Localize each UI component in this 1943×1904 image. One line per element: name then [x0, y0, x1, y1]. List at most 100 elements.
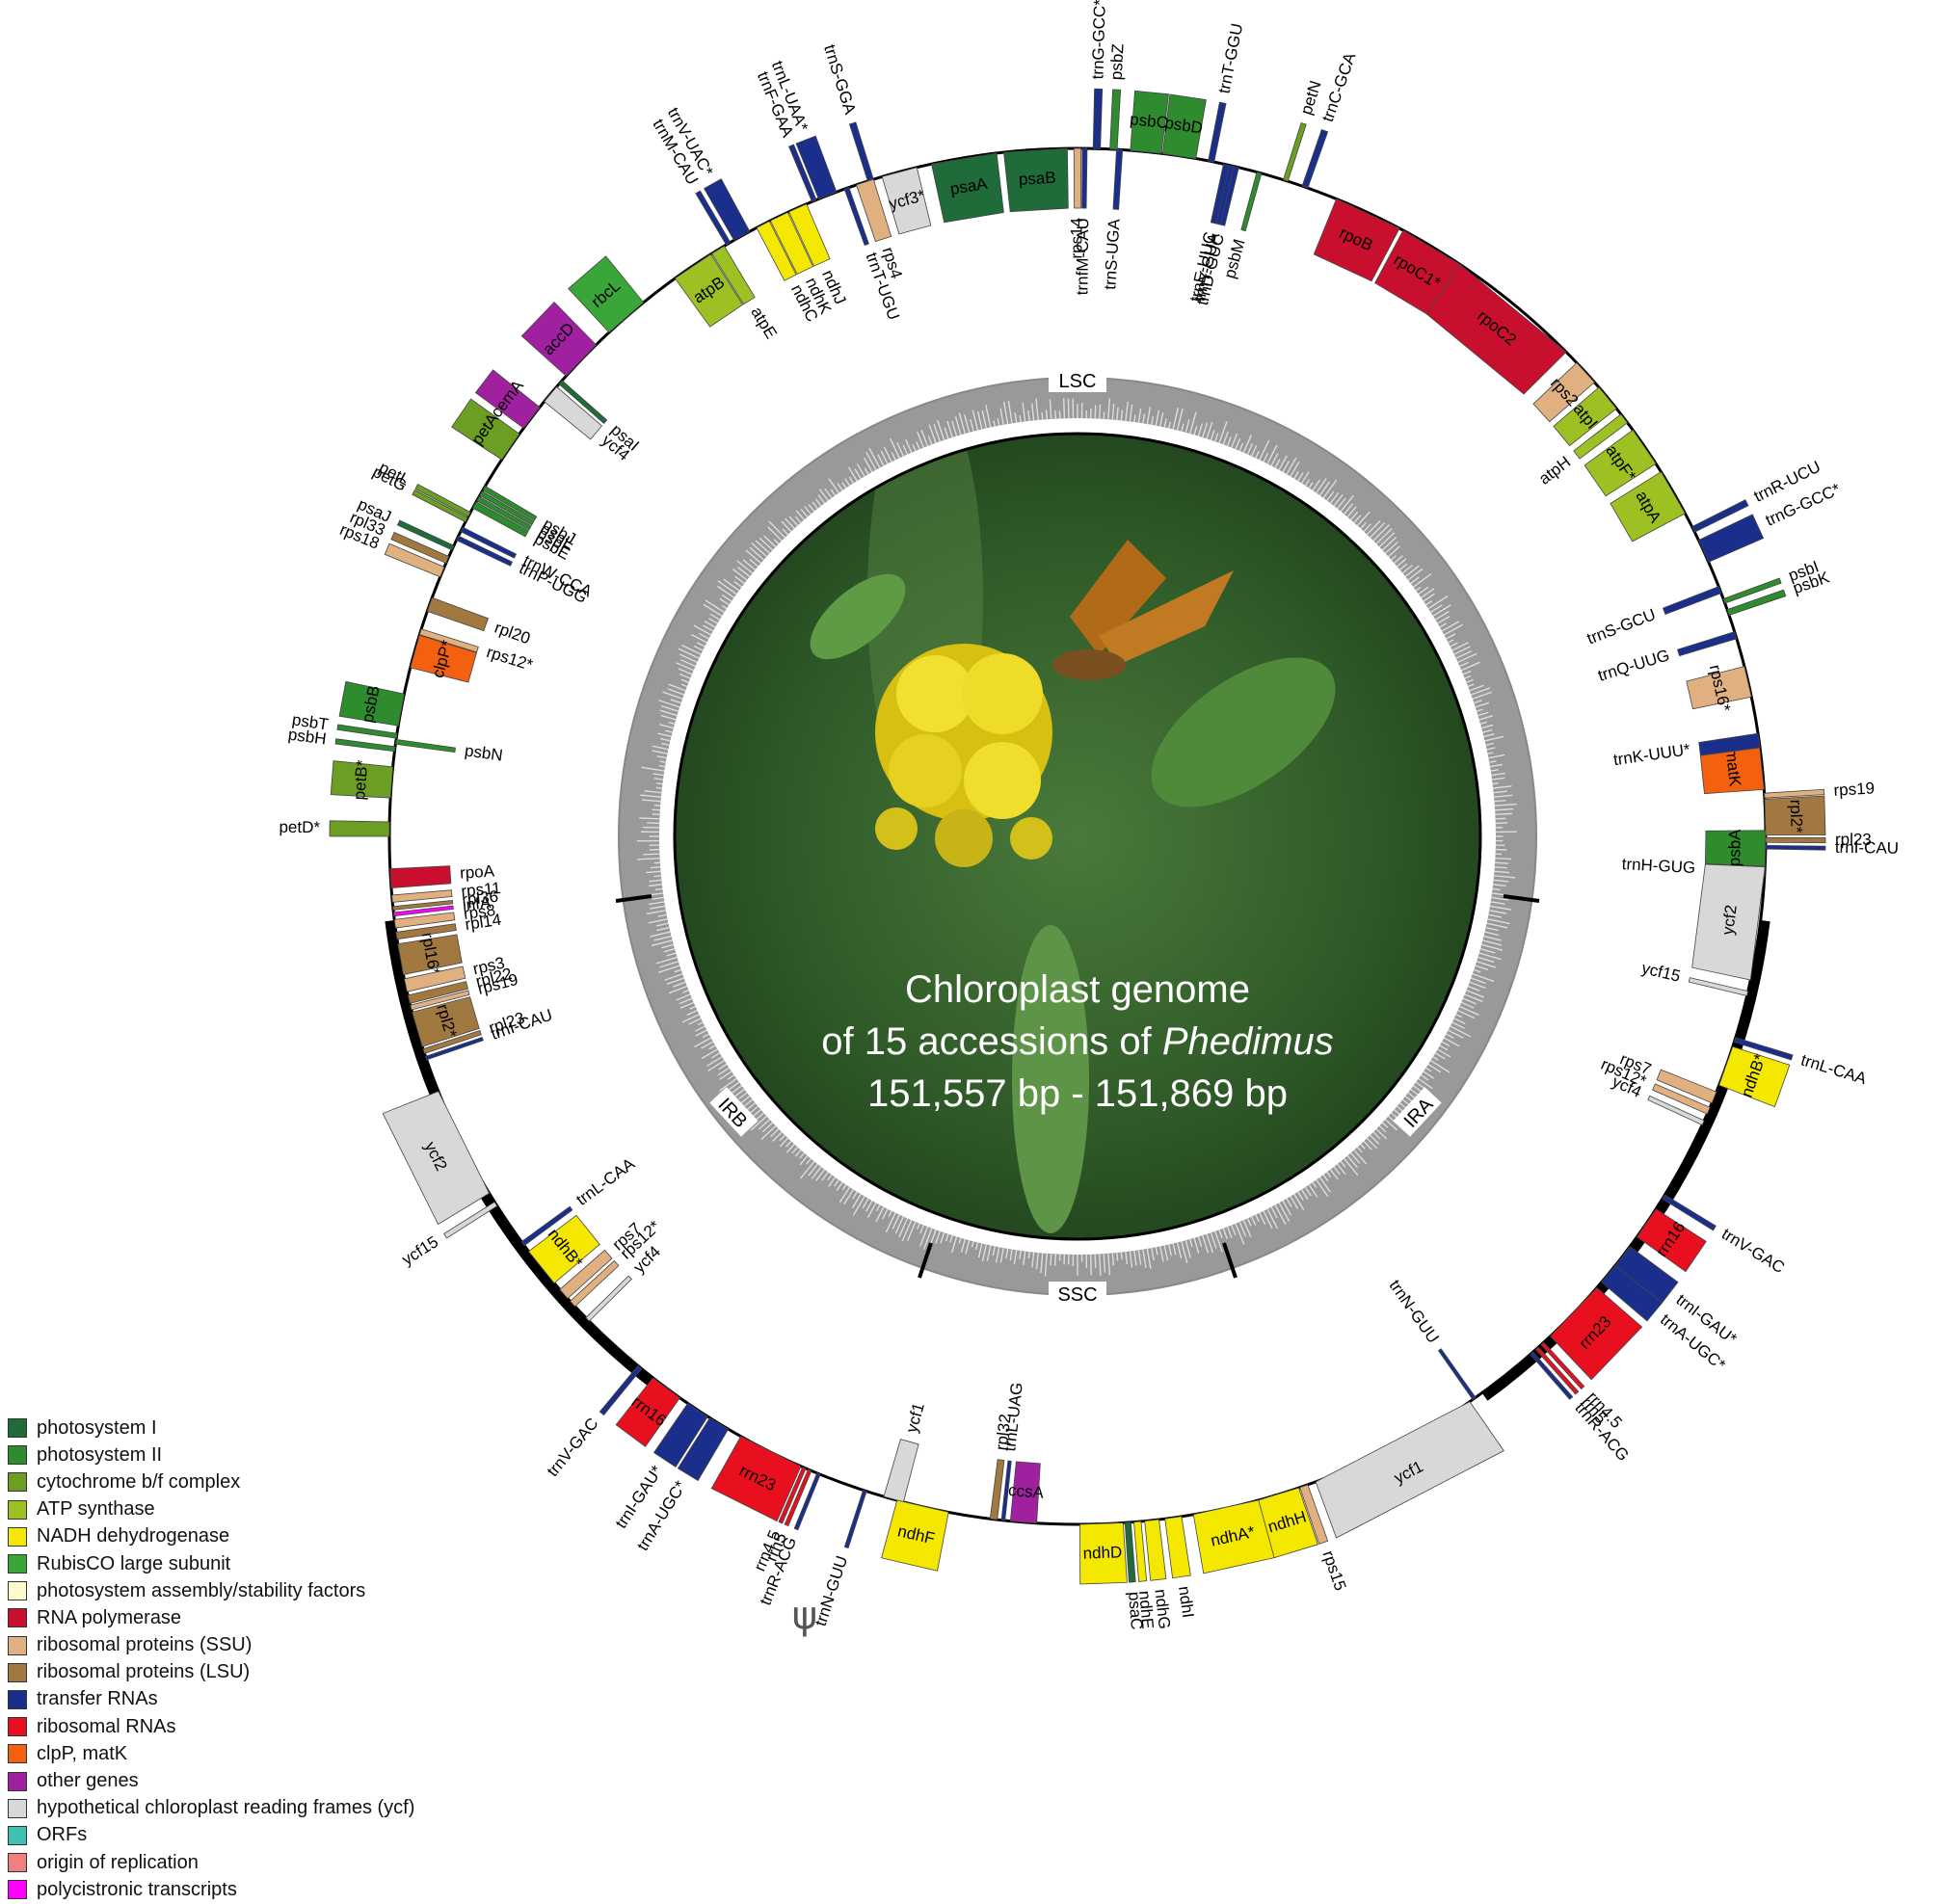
gc-spike	[655, 786, 662, 789]
gc-spike	[799, 1160, 815, 1179]
gc-spike	[1491, 896, 1509, 901]
gene-ndha: ndhA*	[1192, 1499, 1276, 1574]
gene-ycf2: ycf2	[1691, 863, 1766, 981]
gc-spike	[1495, 812, 1512, 815]
gc-spike	[1340, 1160, 1346, 1168]
gc-spike	[1107, 398, 1111, 420]
gc-spike	[1103, 1254, 1106, 1273]
legend-label: other genes	[37, 1770, 139, 1792]
gc-spike	[977, 1243, 983, 1258]
gc-spike	[1457, 1010, 1476, 1019]
gc-spike	[1159, 411, 1164, 427]
gc-spike	[970, 418, 974, 432]
gene-block	[1765, 844, 1826, 851]
gene-block	[1584, 429, 1657, 497]
gc-spike	[1346, 506, 1357, 517]
gc-spike	[1044, 1253, 1048, 1277]
gc-spike	[734, 575, 745, 585]
gene-block	[460, 526, 518, 559]
gc-spike	[681, 1014, 700, 1023]
gc-spike	[680, 659, 696, 668]
gene-block	[410, 990, 470, 1011]
gene-block	[426, 596, 490, 632]
gc-spike	[1423, 1071, 1435, 1079]
gc-spike	[1005, 1248, 1009, 1259]
gene-block	[778, 1467, 807, 1524]
gc-spike	[736, 560, 754, 574]
gc-spike	[1116, 407, 1119, 420]
gc-spike	[1492, 782, 1499, 785]
gc-spike	[665, 729, 673, 733]
gc-spike	[1466, 990, 1484, 998]
gc-spike	[944, 427, 949, 439]
gc-spike	[733, 580, 742, 588]
gc-spike	[821, 1172, 829, 1181]
gc-spike	[1133, 1250, 1137, 1266]
gc-spike	[1418, 586, 1429, 595]
gc-spike	[1489, 760, 1497, 763]
gene-psab: psaB	[1003, 147, 1069, 213]
gc-spike	[1450, 1025, 1472, 1038]
gc-spike	[718, 1063, 728, 1071]
gene-block	[1764, 788, 1825, 799]
gc-spike	[657, 732, 672, 738]
gene-label: ycf2	[1718, 904, 1741, 936]
region-lsc-bg	[1049, 367, 1106, 392]
gene-trns-gga: trnS-GGA	[820, 42, 874, 182]
gene-label: trnV-GAC	[544, 1415, 602, 1480]
gc-spike	[1286, 457, 1297, 475]
gene-block	[711, 245, 756, 305]
legend-item: photosystem I	[8, 1415, 414, 1441]
gc-spike	[1270, 1206, 1278, 1219]
gc-spike	[1329, 491, 1340, 504]
gc-spike	[1246, 1218, 1252, 1227]
gene-label: ycf1	[902, 1401, 928, 1435]
gene-block	[1662, 1194, 1717, 1231]
gc-spike	[830, 489, 837, 496]
gc-spike	[992, 1246, 996, 1256]
legend-item: hypothetical chloroplast reading frames …	[8, 1795, 414, 1822]
gc-spike	[1063, 397, 1066, 419]
gc-spike	[1466, 678, 1474, 683]
gc-spike	[1035, 1253, 1039, 1270]
gene-block	[1003, 147, 1069, 213]
gc-spike	[1181, 423, 1184, 432]
gc-spike	[1477, 956, 1495, 964]
legend-swatch	[8, 1689, 27, 1709]
gc-spike	[1151, 416, 1155, 425]
gc-spike	[693, 645, 704, 651]
gene-label: rps8	[463, 901, 496, 923]
gc-spike	[902, 444, 909, 455]
gc-spike	[1478, 715, 1494, 721]
gene-rpoc1: rpoC1*	[1374, 229, 1461, 315]
gc-spike	[981, 410, 988, 429]
gene-block	[881, 1499, 949, 1572]
gc-spike	[1415, 1081, 1424, 1089]
gc-spike	[841, 1184, 847, 1191]
gene-block	[520, 301, 597, 377]
gc-spike	[702, 1033, 709, 1039]
gc-spike	[779, 1137, 789, 1148]
gc-spike	[1448, 639, 1454, 644]
gene-rrn23: rrn23	[710, 1436, 802, 1522]
gene-ndhd: ndhD	[1079, 1522, 1128, 1585]
gene-block	[1124, 1521, 1136, 1583]
gene-psbz: psbZ	[1107, 43, 1128, 150]
gc-spike	[1483, 935, 1502, 941]
gc-spike	[1381, 1122, 1389, 1128]
gc-spike	[1304, 479, 1311, 487]
gc-spike	[898, 1218, 909, 1238]
gc-spike	[852, 1191, 858, 1200]
gc-spike	[1353, 1150, 1368, 1165]
gc-spike	[916, 441, 920, 450]
gc-spike	[773, 539, 780, 544]
gene-rps16: rps16*	[1686, 663, 1752, 714]
gene-block	[1688, 977, 1749, 996]
gc-spike	[1155, 1247, 1158, 1256]
gc-spike	[1490, 901, 1505, 905]
gc-spike	[1049, 399, 1052, 419]
gc-spike	[1226, 436, 1232, 447]
gene-atpf: atpF*	[1584, 429, 1657, 497]
gene-rpl36: rpl36	[392, 887, 499, 911]
gc-spike	[650, 931, 671, 938]
